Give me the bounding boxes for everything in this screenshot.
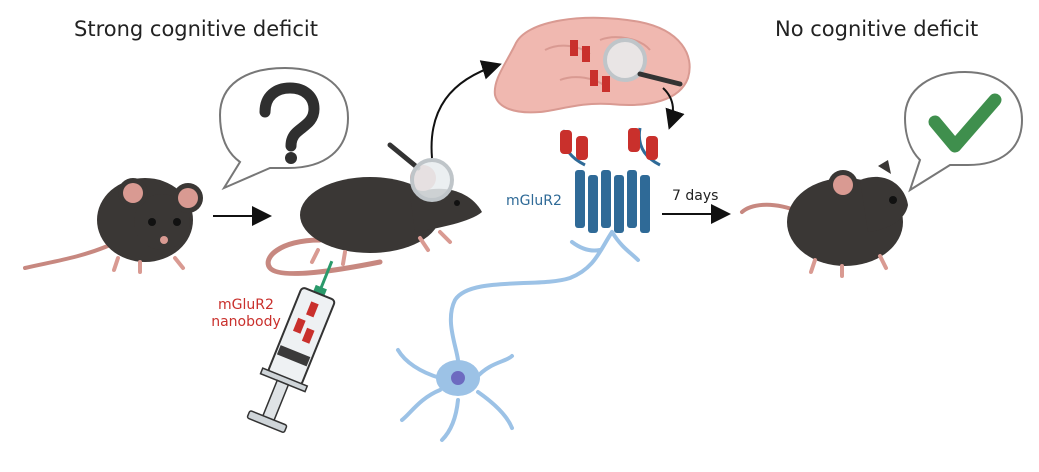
nanobody-label: mGluR2 nanobody — [198, 297, 294, 331]
arrow-to-receptor — [662, 87, 685, 130]
magnifying-glass-icon — [387, 142, 454, 202]
syringe — [246, 260, 336, 433]
arrow-to-brain — [430, 60, 502, 159]
mouse-untreated — [23, 178, 203, 274]
checkmark-icon — [928, 93, 1002, 153]
receptor-label: mGluR2 — [506, 193, 562, 209]
title-strong-deficit: Strong cognitive deficit — [74, 17, 318, 41]
duration-label: 7 days — [672, 188, 719, 204]
question-speech-bubble — [218, 66, 350, 191]
question-mark-icon — [259, 82, 320, 164]
brain — [493, 16, 691, 114]
brain-magnifier — [603, 38, 647, 82]
nanobody-label-line2: nanobody — [211, 314, 281, 330]
mglur2-receptor — [560, 127, 661, 233]
nanobody-label-line1: mGluR2 — [218, 297, 274, 313]
title-no-deficit: No cognitive deficit — [775, 17, 979, 41]
check-speech-bubble — [903, 70, 1024, 193]
neuron — [396, 230, 640, 442]
mouse-treated — [740, 160, 908, 278]
